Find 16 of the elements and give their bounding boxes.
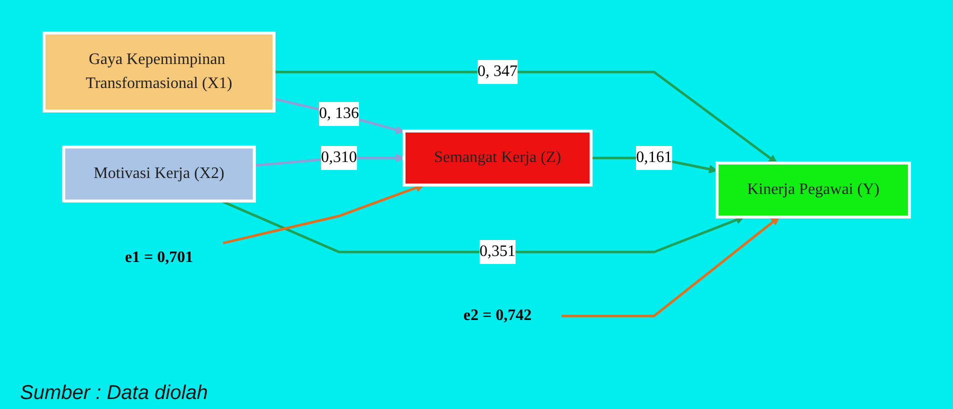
variable-box [402, 129, 592, 186]
variable-box [62, 145, 256, 202]
coefficient-label: 0, 347 [477, 60, 518, 84]
coefficient-label: 0,161 [636, 146, 672, 170]
variable-label: Motivasi Kerja (X2) [93, 164, 224, 184]
coefficient-label: 0,351 [479, 240, 516, 264]
caption: Sumber : Data diolah [20, 382, 208, 405]
variable-label: Gaya Kepemimpinan Transformasional (X1) [84, 50, 234, 94]
variable-box [42, 31, 276, 112]
variable-label: Kinerja Pegawai (Y) [746, 180, 880, 200]
variable-label: Semangat Kerja (Z) [434, 148, 561, 168]
error-term-label: e1 = 0,701 [124, 248, 193, 268]
variable-box [715, 161, 911, 218]
arrow [274, 70, 777, 163]
error-term-label: e2 = 0,742 [463, 306, 532, 326]
arrow [561, 216, 780, 317]
